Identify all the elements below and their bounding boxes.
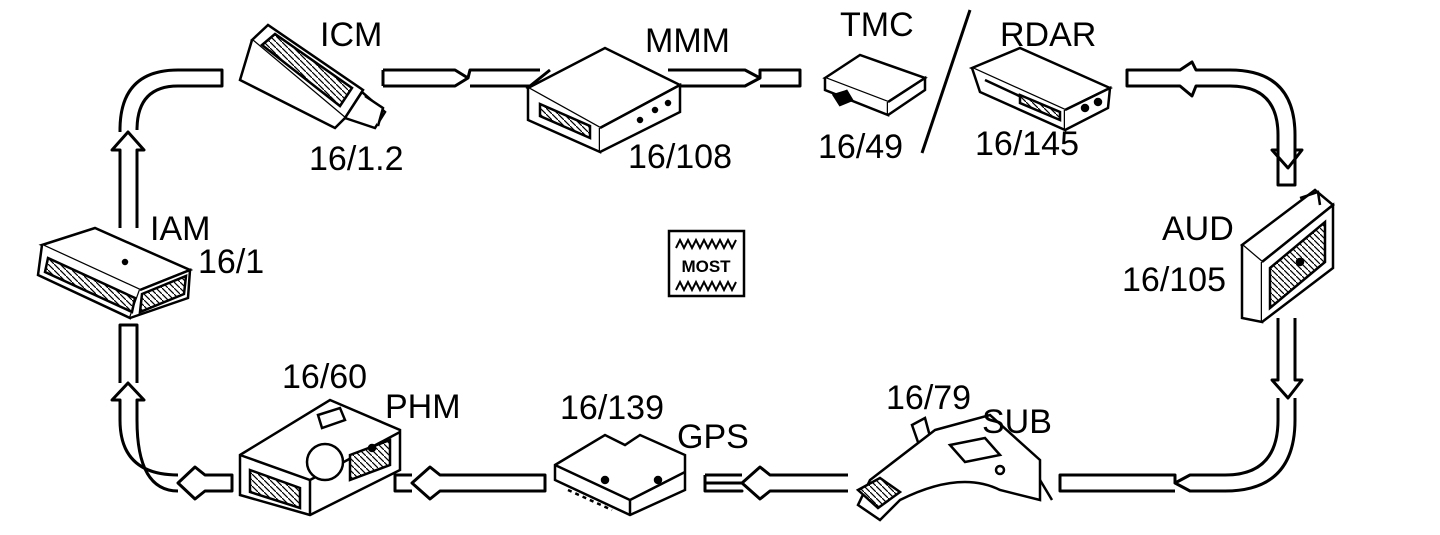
tmc-name-label: TMC <box>840 6 914 44</box>
arrow-iam-to-icm <box>110 68 224 228</box>
most-bus-label: MOST <box>681 257 731 276</box>
ring-connections <box>110 60 1304 501</box>
rdar-code-label: 16/145 <box>975 125 1079 163</box>
tmc-device-illustration <box>822 53 928 117</box>
aud-code-label: 16/105 <box>1122 261 1226 299</box>
sub-code-label: 16/79 <box>886 379 972 417</box>
phm-code-label: 16/60 <box>282 358 368 396</box>
arrow-icm-to-mmm <box>381 68 551 88</box>
arrow-sub-to-gps <box>703 465 848 501</box>
mmm-device-illustration <box>525 46 683 154</box>
aud-name-label: AUD <box>1162 210 1234 248</box>
iam-device-illustration <box>36 226 194 320</box>
arrow-phm-to-iam <box>110 323 234 501</box>
phm-device-illustration <box>238 398 402 517</box>
gps-name-label: GPS <box>677 418 749 456</box>
mmm-name-label: MMM <box>645 22 730 60</box>
arrow-rdar-to-aud <box>1125 60 1304 187</box>
rdar-device-illustration <box>968 46 1113 132</box>
iam-name-label: IAM <box>150 210 211 248</box>
rdar-name-label: RDAR <box>1000 16 1097 54</box>
tmc-code-label: 16/49 <box>818 128 904 166</box>
arrow-aud-to-sub <box>1058 318 1304 493</box>
icm-device-illustration <box>238 23 387 130</box>
most-bus-symbol: MOST <box>667 229 746 298</box>
sub-device-illustration <box>855 413 1054 522</box>
gps-code-label: 16/139 <box>560 389 664 427</box>
arrow-gps-to-phm <box>393 465 547 501</box>
mmm-code-label: 16/108 <box>628 138 732 176</box>
iam-code-label: 16/1 <box>198 243 265 281</box>
icm-code-label: 16/1.2 <box>309 140 404 178</box>
phm-name-label: PHM <box>385 388 461 426</box>
icm-name-label: ICM <box>320 16 383 54</box>
sub-name-label: SUB <box>982 403 1052 441</box>
tmc-rdar-divider <box>920 9 972 154</box>
aud-device-illustration <box>1240 188 1335 324</box>
arrow-mmm-to-tmc <box>668 68 802 88</box>
gps-device-illustration <box>553 433 687 517</box>
